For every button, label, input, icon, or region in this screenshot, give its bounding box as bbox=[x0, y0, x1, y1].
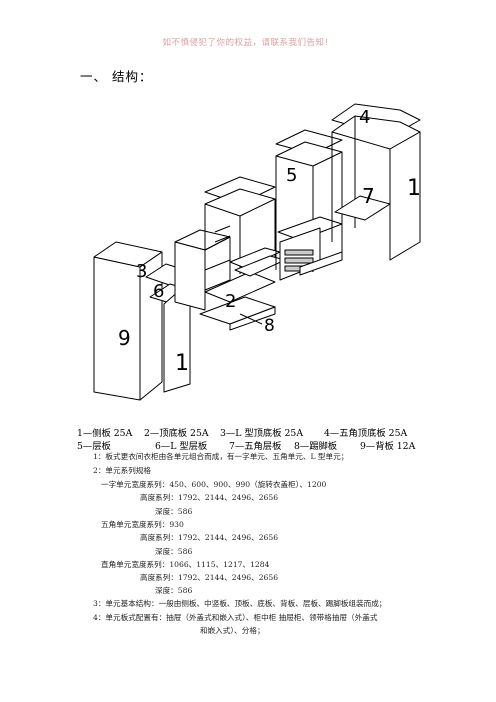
middle-l-unit bbox=[174, 229, 276, 331]
diagram-label-8: 8 bbox=[264, 316, 275, 336]
diagram-label-7: 7 bbox=[362, 184, 375, 208]
wardrobe-exploded-diagram: 1 2 3 4 5 6 7 8 9 1 bbox=[93, 103, 421, 401]
legend-item: 2—顶底板 25A bbox=[144, 428, 209, 439]
legend-item: 7—五角层板 bbox=[229, 441, 282, 452]
diagram-label-1-left: 1 bbox=[175, 351, 189, 376]
diagram-label-1-right: 1 bbox=[407, 176, 421, 201]
legend-item: 6—L 型层板 bbox=[155, 441, 208, 452]
legend-item: 1—侧板 25A bbox=[77, 428, 133, 439]
diagram-label-5: 5 bbox=[286, 165, 297, 186]
diagram-label-6: 6 bbox=[153, 281, 164, 302]
spec-line: 1：板式更衣间衣柜由各单元组合而成，有一字单元、五角单元、L 型单元； bbox=[93, 452, 349, 461]
diagram-label-9: 9 bbox=[118, 326, 131, 350]
spec-line: 高度系列：1792、2144、2496、2656 bbox=[140, 533, 279, 542]
diagram-label-3: 3 bbox=[136, 261, 147, 282]
spec-line: 深度：586 bbox=[155, 507, 193, 516]
legend-item: 5—层板 bbox=[77, 441, 111, 452]
legend-item: 3—L 型顶底板 25A bbox=[220, 428, 304, 439]
legend-item: 8—踢脚板 bbox=[294, 441, 338, 452]
section-heading: 一、 结构： bbox=[80, 69, 153, 84]
watermark-text: 如不慎侵犯了你的权益，请联系我们告知！ bbox=[162, 38, 334, 48]
corner-pentagon-unit bbox=[331, 103, 421, 261]
spec-line: 高度系列：1792、2144、2496、2656 bbox=[140, 573, 279, 582]
spec-line: 一字单元宽度系列：450、600、900、990（旋转衣盖柜）、1200 bbox=[101, 480, 327, 489]
diagram-label-2: 2 bbox=[225, 291, 236, 312]
spec-line: 五角单元宽度系列：930 bbox=[101, 520, 184, 529]
center-drawer-unit bbox=[204, 176, 286, 277]
spec-line: 4：单元板式配置有：抽屉（外盖式和嵌入式）、柜中柜 抽屉柜、领带格抽屉（外盖式 bbox=[93, 613, 378, 622]
drawer-cabinet-unit bbox=[275, 129, 343, 281]
spec-line: 深度：586 bbox=[155, 586, 193, 595]
legend-item: 9—背板 12A bbox=[360, 441, 416, 452]
spec-line: 2：单元系列规格 bbox=[93, 466, 151, 475]
spec-line: 高度系列：1792、2144、2496、2656 bbox=[140, 493, 279, 502]
diagram-label-4: 4 bbox=[359, 107, 370, 128]
spec-line: 和嵌入式）、分格； bbox=[200, 626, 265, 635]
spec-line: 3：单元基本结构：一般由侧板、中竖板、顶板、底板、背板、层板、踢脚板组装而成； bbox=[93, 599, 387, 608]
legend-item: 4—五角顶底板 25A bbox=[324, 428, 408, 439]
spec-line: 深度：586 bbox=[155, 547, 193, 556]
spec-line: 直角单元宽度系列：1066、1115、1217、1284 bbox=[101, 560, 270, 569]
